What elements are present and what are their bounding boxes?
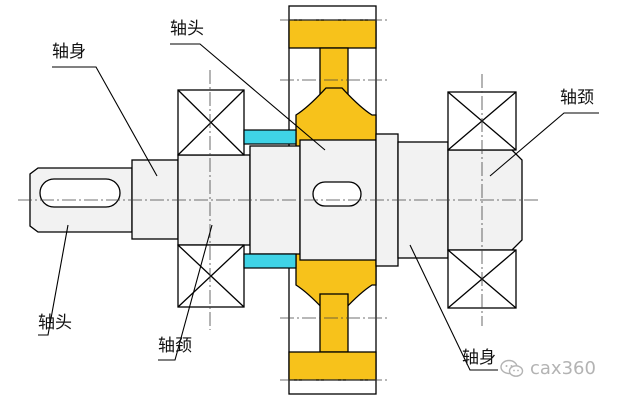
gear-bottom-web [319,293,349,353]
shaft-keyway [39,178,121,208]
wechat-icon [500,359,524,377]
bearing-left [177,89,245,308]
label-journal-right: 轴颈 [560,88,594,108]
label-shaft-head-bottom: 轴头 [38,313,72,333]
gear-top-rim [288,19,377,49]
center-lines [18,19,540,381]
leader-shaft-head-bottom [38,224,69,336]
watermark: cax360 [500,358,596,379]
shaft-hub-key-slot [312,181,362,207]
spacer-sleeve [243,129,297,269]
label-shaft-body-bottom: 轴身 [462,348,496,368]
watermark-text: cax360 [530,358,596,379]
label-shaft-body-top: 轴身 [52,42,86,62]
leader-shaft-body-top [52,66,158,177]
leader-journal-bottom [158,224,213,361]
leader-shaft-head-top [170,43,326,151]
gear [288,5,377,395]
gear-top-hub [295,87,377,149]
leader-journal-right [489,112,599,177]
leader-shaft-body-bottom [409,244,498,371]
label-shaft-head-top: 轴头 [170,19,204,39]
label-journal-bottom: 轴颈 [158,336,192,356]
gear-bottom-rim [288,351,377,381]
leader-lines [38,43,599,371]
